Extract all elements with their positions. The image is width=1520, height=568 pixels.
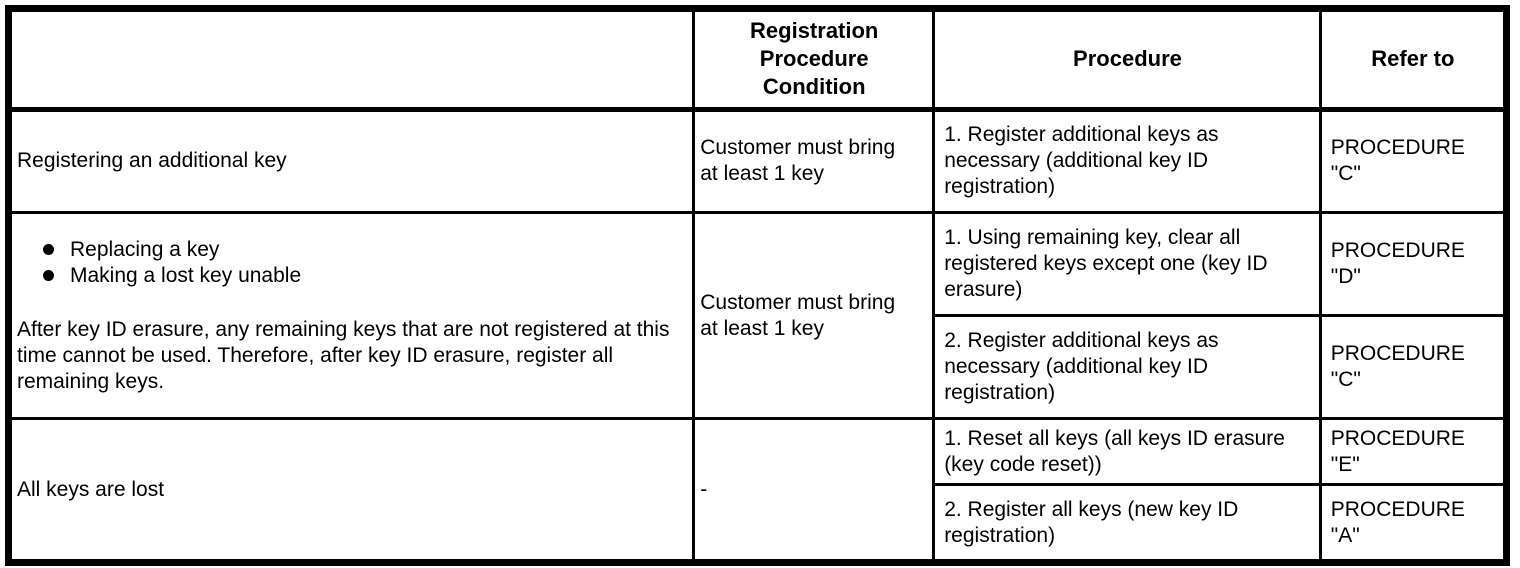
bullet-icon — [43, 270, 54, 282]
bullet-icon — [43, 244, 54, 256]
table-header-row: Registration Procedure Condition Procedu… — [12, 12, 1503, 112]
cell-procedure-replace-key-step2: 2. Register additional keys as necessary… — [933, 315, 1322, 421]
table-row-replace-key-step2: 2. Register additional keys as necessary… — [12, 315, 1503, 421]
key-registration-table-frame: Registration Procedure Condition Procedu… — [5, 5, 1510, 566]
cell-situation-all-keys-lost: All keys are lost — [12, 418, 696, 559]
cell-condition-all-keys-lost: - — [693, 418, 936, 559]
key-registration-table: Registration Procedure Condition Procedu… — [12, 12, 1503, 559]
situation-note: After key ID erasure, any remaining keys… — [17, 317, 670, 393]
table-row-all-keys-lost-step1: All keys are lost - 1. Reset all keys (a… — [12, 418, 1503, 559]
cell-refer-replace-key-step2: PROCEDURE "C" — [1320, 315, 1503, 421]
cell-procedure-additional-key-step1: 1. Register additional keys as necessary… — [933, 109, 1322, 215]
cell-procedure-all-keys-lost-step1: 1. Reset all keys (all keys ID erasure (… — [933, 418, 1322, 487]
cell-condition-replace-key: Customer must bring at least 1 key — [693, 212, 936, 421]
bullet-item-label: Making a lost key unable — [70, 263, 302, 287]
cell-situation-additional-key: Registering an additional key — [12, 109, 696, 215]
cell-refer-all-keys-lost-step2: PROCEDURE "A" — [1320, 485, 1503, 559]
cell-refer-additional-key-step1: PROCEDURE "C" — [1320, 109, 1503, 215]
header-registration-procedure-condition: Registration Procedure Condition — [693, 12, 936, 112]
cell-condition-additional-key: Customer must bring at least 1 key — [693, 109, 936, 215]
cell-refer-all-keys-lost-step1: PROCEDURE "E" — [1320, 418, 1503, 487]
table-row-additional-key: Registering an additional key Customer m… — [12, 109, 1503, 215]
cell-procedure-replace-key-step1: 1. Using remaining key, clear all regist… — [933, 212, 1322, 318]
cell-refer-replace-key-step1: PROCEDURE "D" — [1320, 212, 1503, 318]
header-condition-label: Registration Procedure Condition — [750, 18, 879, 100]
refer-text: PROCEDURE "E" — [1330, 426, 1465, 476]
refer-text: PROCEDURE "C" — [1330, 342, 1465, 392]
table-row-all-keys-lost-step2: 2. Register all keys (new key ID registr… — [12, 484, 1503, 559]
cell-situation-replace-key: Replacing a key Making a lost key unable… — [12, 212, 696, 421]
table-row-replace-key-step1: Replacing a key Making a lost key unable… — [12, 212, 1503, 421]
list-item: Making a lost key unable — [43, 263, 688, 289]
bullet-item-label: Replacing a key — [70, 237, 220, 261]
header-procedure: Procedure — [933, 12, 1322, 112]
refer-text: PROCEDURE "A" — [1330, 497, 1465, 547]
header-situation — [12, 12, 696, 112]
condition-text: Customer must bring at least 1 key — [700, 290, 896, 340]
list-item: Replacing a key — [43, 237, 688, 263]
condition-text: Customer must bring at least 1 key — [700, 136, 896, 186]
header-refer-to: Refer to — [1320, 12, 1503, 112]
refer-text: PROCEDURE "C" — [1330, 136, 1465, 186]
condition-text: - — [700, 477, 708, 501]
refer-text: PROCEDURE "D" — [1330, 239, 1465, 289]
cell-procedure-all-keys-lost-step2: 2. Register all keys (new key ID registr… — [933, 484, 1322, 559]
situation-bullet-list: Replacing a key Making a lost key unable — [17, 237, 688, 289]
